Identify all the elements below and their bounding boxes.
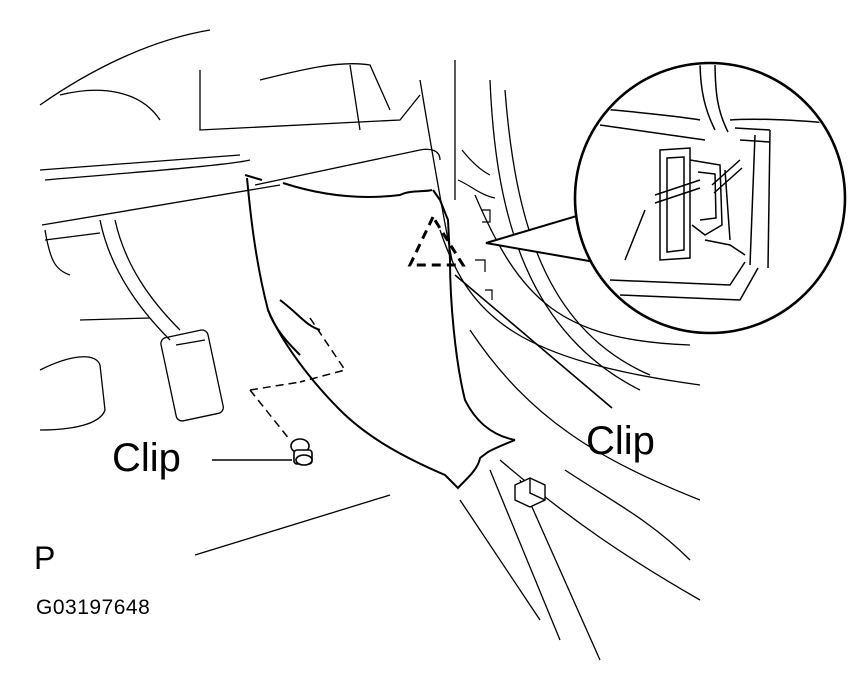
kick-panel	[245, 175, 515, 488]
detail-clip-closeup	[590, 60, 850, 300]
dashboard-outline	[40, 30, 440, 275]
pillar-clip-slots	[458, 150, 495, 300]
door-frame-outline	[420, 60, 700, 660]
clip-label-right: Clip	[586, 419, 655, 463]
leader-line-right	[455, 275, 612, 408]
clip-fastener-left	[291, 439, 312, 465]
detail-magnifier	[575, 60, 850, 333]
page-letter: P	[34, 540, 56, 576]
sill-bracket	[515, 478, 545, 507]
figure-code: G03197648	[36, 596, 151, 619]
leader-lines	[212, 275, 612, 460]
clip-label-left: Clip	[112, 436, 181, 480]
clip-locator-dashes-left	[250, 318, 345, 440]
left-panel-outline	[40, 318, 390, 555]
brake-pedal	[100, 220, 224, 422]
clip-locator-triangle-right	[410, 217, 463, 265]
